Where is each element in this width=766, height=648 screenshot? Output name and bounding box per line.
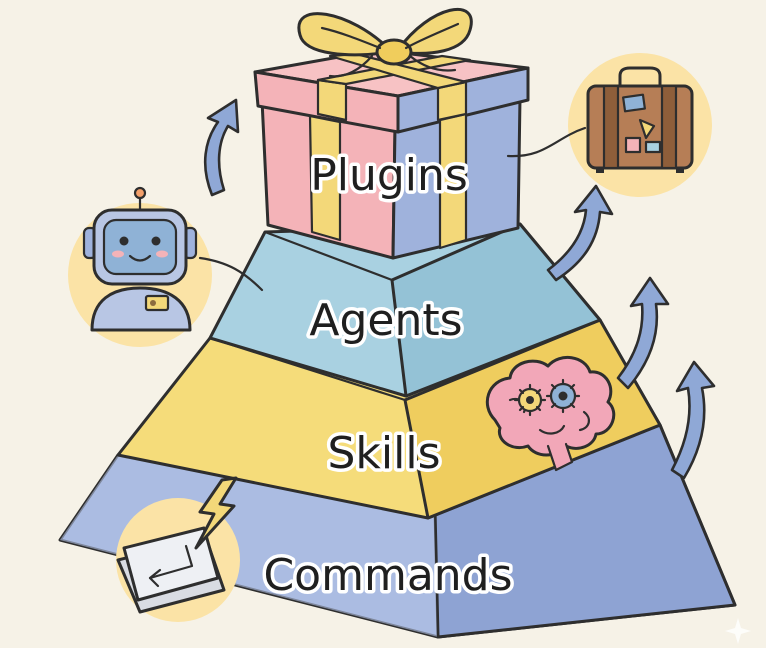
curved-up-arrow-icon [670, 360, 716, 480]
robot-icon [68, 186, 264, 347]
gear-icon [513, 383, 547, 417]
enter-key-lightning-icon [116, 476, 240, 622]
sparkle-icon [725, 618, 751, 644]
gear-icon [545, 378, 581, 414]
gift-box-icon [253, 7, 530, 260]
brain-gears-icon [485, 356, 616, 472]
tier-label-agents: Agents [309, 295, 462, 346]
tier-label-plugins: Plugins [310, 150, 468, 201]
curved-up-arrow-icon [546, 184, 614, 282]
curved-up-arrow-icon [203, 98, 240, 197]
tier-label-commands: Commands [263, 550, 512, 601]
curved-up-arrow-icon [616, 276, 670, 390]
suitcase-icon [506, 53, 712, 197]
tier-label-skills: Skills [327, 428, 440, 479]
